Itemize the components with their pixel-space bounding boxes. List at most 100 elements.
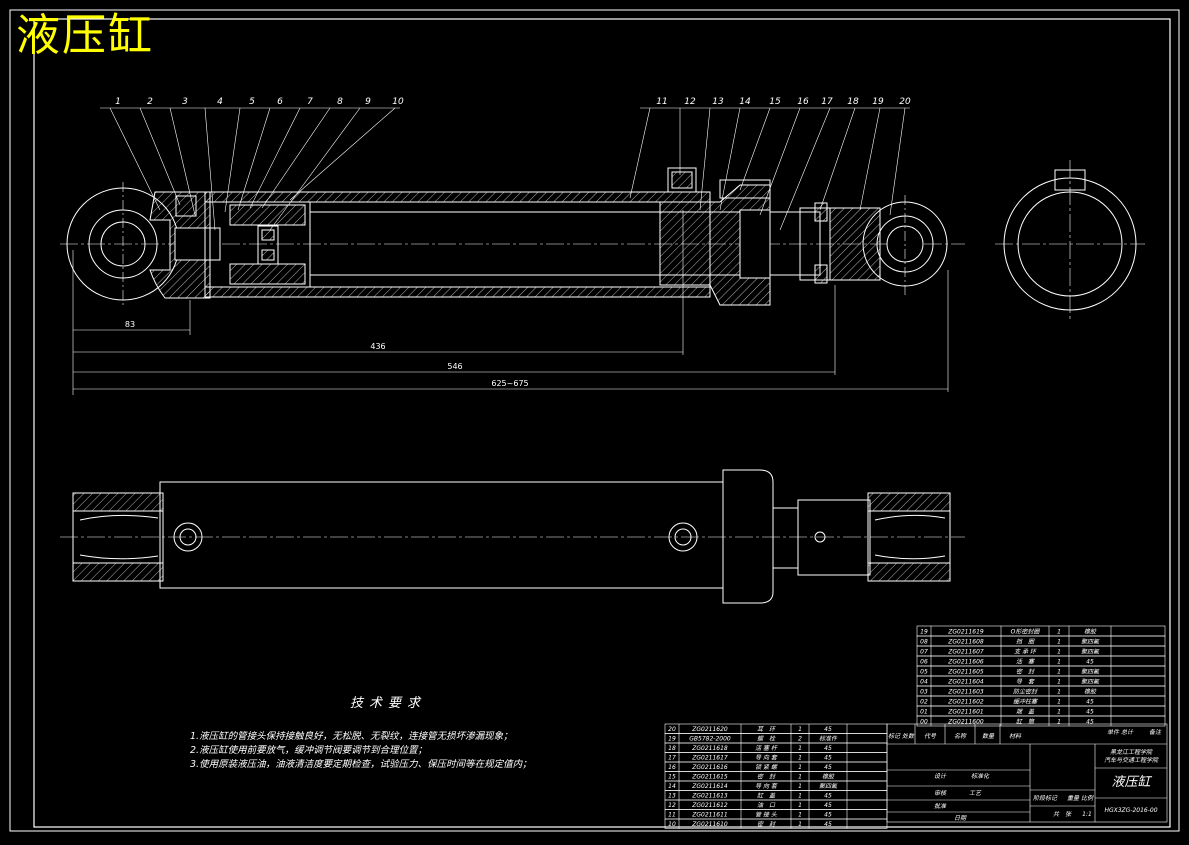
table-cell: ZG0211613 — [691, 793, 728, 800]
oil-port — [667, 167, 697, 193]
balloon-19: 19 — [872, 97, 884, 107]
requirement-1: 1.液压缸的管接头保持接触良好，无松脱、无裂纹，连接管无损坏渗漏现象； — [190, 731, 513, 742]
balloon-9: 9 — [365, 97, 371, 107]
dimension-1: 436 — [370, 342, 385, 351]
table-cell: 1 — [798, 812, 802, 819]
table-cell: ZG0211612 — [691, 802, 728, 809]
table-cell: 16 — [668, 764, 676, 771]
balloon-15: 15 — [769, 97, 781, 107]
table-cell: 缸 盖 — [757, 792, 776, 800]
table-cell: 支 承 环 — [1014, 648, 1037, 656]
table-cell: 密 封 — [757, 773, 776, 781]
table-cell: 密 封 — [757, 820, 776, 828]
table-cell: ZG0211619 — [947, 629, 984, 636]
section-view — [60, 167, 965, 306]
table-cell: 聚四氟 — [819, 782, 838, 790]
dimension-3: 625~675 — [491, 379, 528, 388]
table-cell: 18 — [668, 745, 676, 752]
end-view — [995, 160, 1145, 320]
table-cell: 02 — [920, 699, 928, 706]
table-cell: ZG0211606 — [947, 659, 984, 666]
table-cell: 1 — [1057, 699, 1061, 706]
table-cell: 1 — [1057, 659, 1061, 666]
table-cell: 橡胶 — [1084, 628, 1097, 636]
table-cell: 导 向 套 — [755, 754, 778, 762]
table-cell: 45 — [1086, 719, 1094, 726]
table-cell: 17 — [668, 755, 676, 762]
notes-label: 备注 — [1149, 728, 1162, 736]
table-cell: 管 接 头 — [755, 811, 778, 819]
table-cell: 橡胶 — [1084, 688, 1097, 696]
table-cell: ZG0211600 — [947, 719, 984, 726]
table-cell: 19 — [668, 736, 676, 743]
sheet-label: 共 张 — [1053, 811, 1072, 818]
balloon-17: 17 — [821, 97, 833, 107]
table-cell: ZG0211615 — [691, 774, 728, 781]
inner-frame — [33, 18, 1171, 828]
table-cell: ZG0211618 — [691, 745, 728, 752]
table-cell: 螺 栓 — [757, 735, 776, 743]
school-line-1: 黑龙江工程学院 — [1110, 748, 1153, 756]
table-cell: ZG0211604 — [947, 679, 984, 686]
table-cell: ZG0211608 — [947, 639, 984, 646]
balloon-leaders — [100, 107, 910, 231]
table-cell: 45 — [824, 793, 832, 800]
table-cell: 活 塞 — [1016, 658, 1035, 666]
table-cell: 1 — [1057, 639, 1061, 646]
table-cell: 聚四氟 — [1081, 638, 1100, 646]
table-cell: 13 — [668, 793, 676, 800]
table-cell: ZG0211611 — [691, 812, 727, 819]
qty-label: 数量 — [982, 732, 995, 740]
marks-label: 标记 处数 — [888, 732, 915, 740]
unit-weight-label: 单件 总计 — [1107, 728, 1134, 736]
school-line-2: 汽车与交通工程学院 — [1104, 756, 1159, 764]
table-cell: 聚四氟 — [1081, 678, 1100, 686]
balloon-8: 8 — [337, 97, 343, 107]
table-cell: 锁 紧 螺 — [755, 763, 778, 771]
table-cell: ZG0211616 — [691, 764, 728, 771]
balloon-14: 14 — [739, 97, 751, 107]
table-cell: 15 — [668, 774, 676, 781]
balloon-16: 16 — [797, 97, 809, 107]
balloon-20: 20 — [899, 97, 911, 107]
mat-label: 材料 — [1009, 732, 1022, 740]
table-cell: 45 — [1086, 659, 1094, 666]
standard-label: 标准化 — [971, 772, 990, 780]
table-cell: 耳 环 — [757, 726, 776, 733]
table-cell: 橡胶 — [822, 773, 835, 781]
table-cell: 45 — [1086, 709, 1094, 716]
table-cell: 1 — [1057, 689, 1061, 696]
table-cell: 缸 筒 — [1016, 718, 1035, 726]
approver-label: 批准 — [934, 802, 947, 810]
table-cell: 1 — [1057, 719, 1061, 726]
table-cell: GB5782-2000 — [689, 736, 731, 743]
table-cell: ZG0211607 — [947, 649, 984, 656]
table-cell: 1 — [798, 726, 802, 733]
table-cell: 05 — [920, 669, 928, 676]
table-cell: 1 — [1057, 629, 1061, 636]
dimension-2: 546 — [447, 362, 462, 371]
table-cell: 密 封 — [1016, 668, 1035, 676]
table-cell: 1 — [798, 821, 802, 828]
table-cell: 导 向 套 — [755, 782, 778, 790]
balloon-10: 10 — [392, 97, 404, 107]
table-cell: 标准件 — [819, 735, 838, 743]
table-cell: ZG0211614 — [691, 783, 728, 790]
table-cell: 1 — [1057, 669, 1061, 676]
table-cell: 04 — [920, 679, 928, 686]
table-cell: 防尘密封 — [1013, 688, 1038, 696]
checker-label: 审核 — [934, 789, 947, 797]
